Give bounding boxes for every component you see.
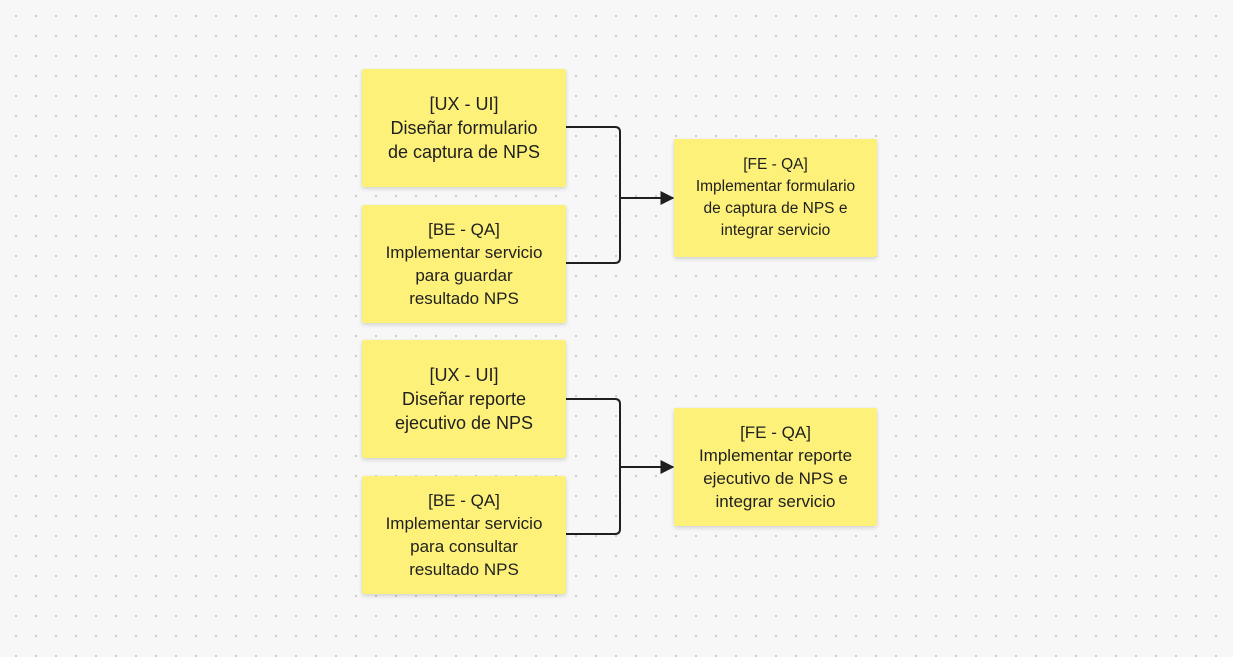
note-line: Diseñar reporte	[401, 389, 527, 409]
note-line: integrar servicio	[715, 492, 836, 511]
note-line: ejecutivo de NPS	[394, 413, 534, 433]
note-line: [BE - QA]	[428, 491, 500, 510]
connector-n4-to-n6[interactable]	[566, 398, 621, 467]
note-line: integrar servicio	[720, 222, 831, 239]
connector-n1-to-n3[interactable]	[566, 126, 621, 198]
note-line: [UX - UI]	[429, 94, 499, 114]
connector-n2-to-n3[interactable]	[566, 198, 621, 264]
note-line: resultado NPS	[409, 560, 519, 579]
note-line: para consultar	[410, 537, 518, 556]
note-line: Implementar servicio	[385, 514, 543, 533]
note-line: de captura de NPS	[387, 142, 541, 162]
sticky-note-fe-qa-formulario[interactable]: [FE - QA] Implementar formulario de capt…	[674, 139, 877, 257]
note-line: Diseñar formulario	[390, 118, 538, 138]
note-line: de captura de NPS e	[703, 200, 848, 217]
note-line: [FE - QA]	[743, 156, 808, 173]
note-line: resultado NPS	[409, 289, 519, 308]
note-line: para guardar	[415, 266, 513, 285]
sticky-note-be-qa-guardar[interactable]: [BE - QA] Implementar servicio para guar…	[362, 205, 566, 323]
note-line: [BE - QA]	[428, 220, 500, 239]
note-line: Implementar formulario	[695, 178, 856, 195]
note-line: Implementar servicio	[385, 243, 543, 262]
note-line: [FE - QA]	[740, 423, 811, 442]
sticky-note-ux-ui-formulario[interactable]: [UX - UI] Diseñar formulario de captura …	[362, 69, 566, 187]
note-line: ejecutivo de NPS e	[703, 469, 848, 488]
note-line: [UX - UI]	[429, 365, 499, 385]
sticky-note-fe-qa-reporte[interactable]: [FE - QA] Implementar reporte ejecutivo …	[674, 408, 877, 526]
connector-n5-to-n6[interactable]	[566, 467, 621, 535]
note-line: Implementar reporte	[698, 446, 853, 465]
sticky-note-be-qa-consultar[interactable]: [BE - QA] Implementar servicio para cons…	[362, 476, 566, 594]
sticky-note-ux-ui-reporte[interactable]: [UX - UI] Diseñar reporte ejecutivo de N…	[362, 340, 566, 458]
